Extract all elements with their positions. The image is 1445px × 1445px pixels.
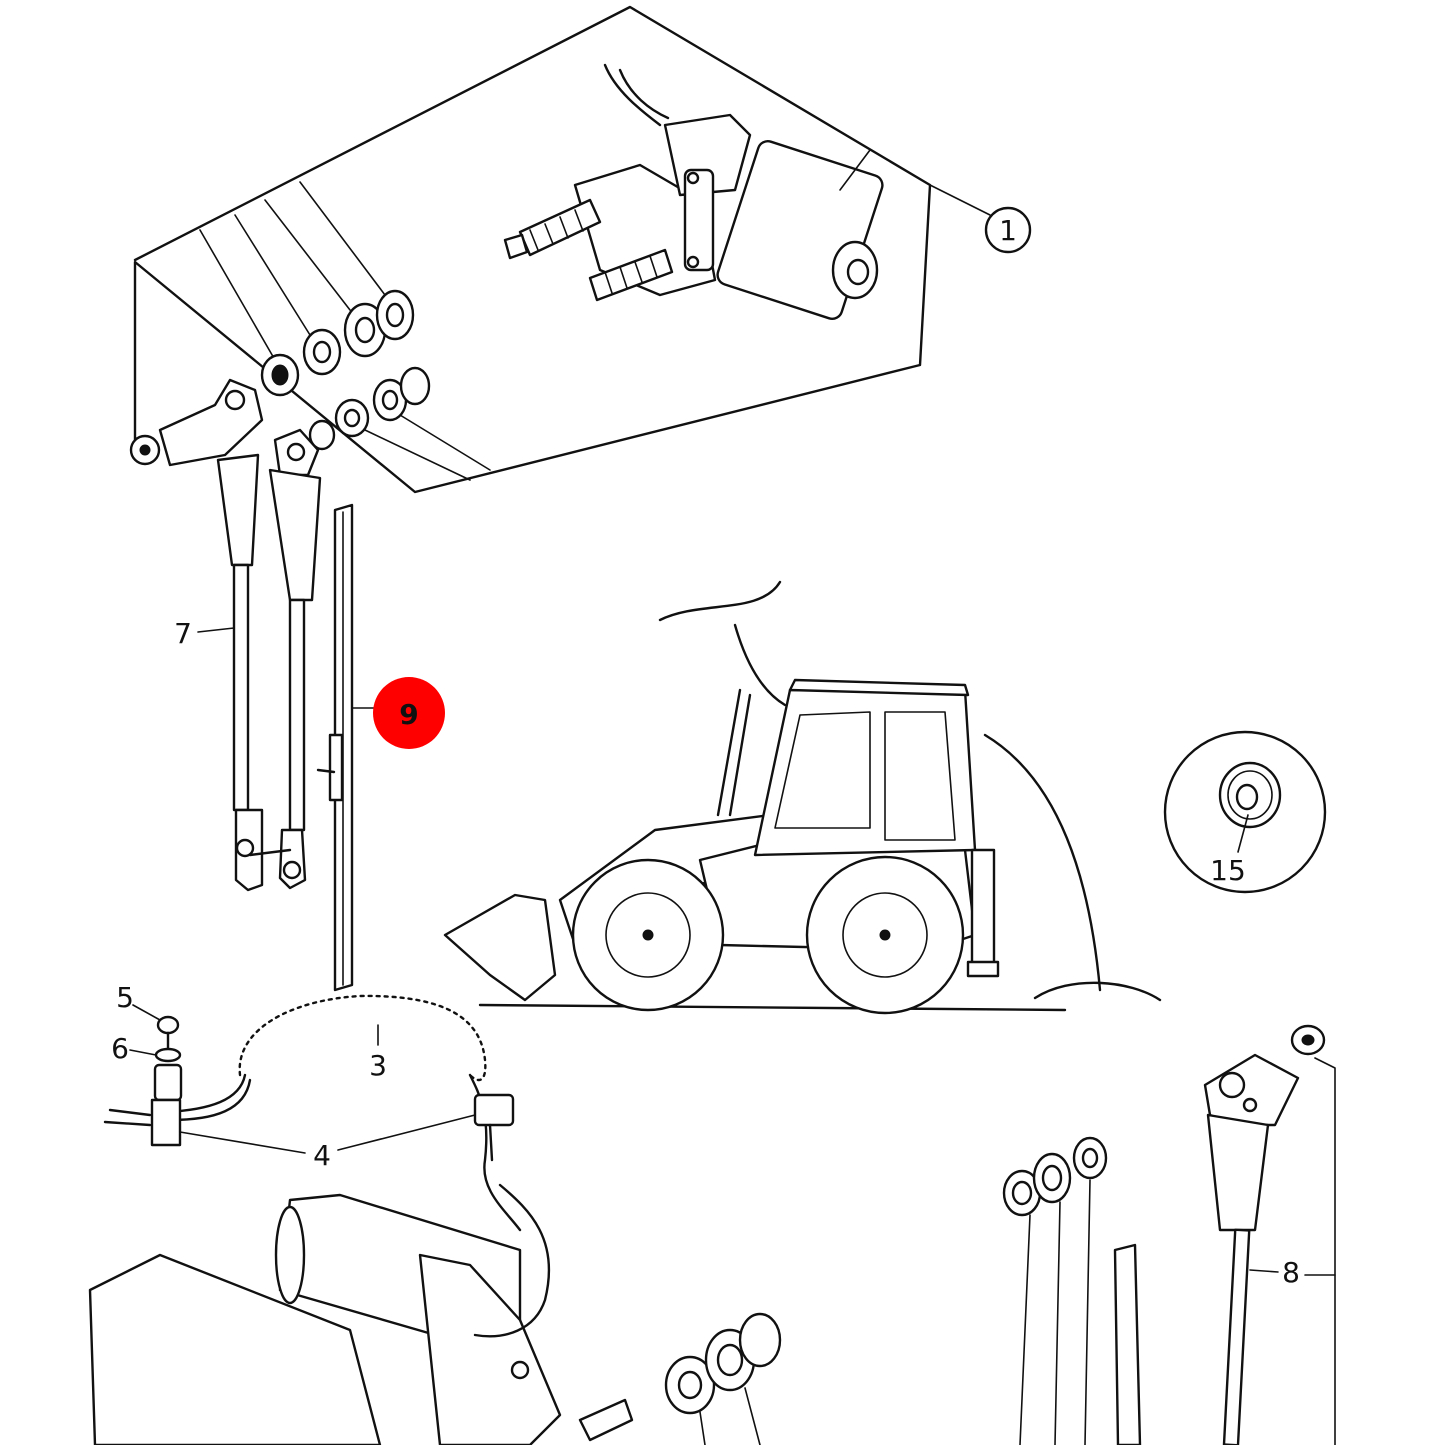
rear-wiper-motor <box>88 1183 634 1445</box>
callout-3: 3 <box>369 1024 387 1082</box>
callout-5-label: 5 <box>116 981 134 1014</box>
callout-8: 8 <box>1249 1256 1336 1289</box>
rear-arm-hardware <box>1002 1024 1336 1445</box>
fastener-stack-upper <box>260 289 415 397</box>
rear-wiper-arm <box>1203 1053 1300 1445</box>
detail-circle-part-15: 15 <box>1163 730 1327 894</box>
fastener-stack-lower <box>308 366 431 451</box>
front-wiper-motor <box>503 63 884 321</box>
hose-clip <box>473 1093 515 1162</box>
callout-7: 7 <box>174 617 235 650</box>
callout-1-label: 1 <box>999 214 1017 247</box>
wiper-blade <box>316 503 354 992</box>
callout-3-label: 3 <box>369 1049 387 1082</box>
callout-15-label: 15 <box>1210 854 1246 887</box>
callout-5: 5 <box>116 981 161 1021</box>
callout-8-label: 8 <box>1282 1256 1300 1289</box>
rear-fasteners <box>664 1312 782 1445</box>
callout-6-label: 6 <box>111 1032 129 1065</box>
backhoe-loader-illustration <box>443 580 1162 1015</box>
fastener-leader-lines <box>199 181 491 481</box>
highlight-circle <box>373 677 445 749</box>
wiper-arms <box>216 453 322 892</box>
callout-6: 6 <box>111 1032 157 1065</box>
callout-4: 4 <box>179 1114 476 1172</box>
wiper-arm-heads <box>129 378 320 477</box>
leader-lines-part-1 <box>839 149 991 216</box>
callout-1: 1 <box>984 206 1032 254</box>
callout-9-highlight: 9 <box>351 677 445 749</box>
exploded-view-frame <box>133 5 932 494</box>
washer-jet-assembly <box>103 1015 183 1147</box>
callout-9-label: 9 <box>399 698 418 731</box>
callout-7-label: 7 <box>174 617 192 650</box>
callout-4-label: 4 <box>313 1139 331 1172</box>
